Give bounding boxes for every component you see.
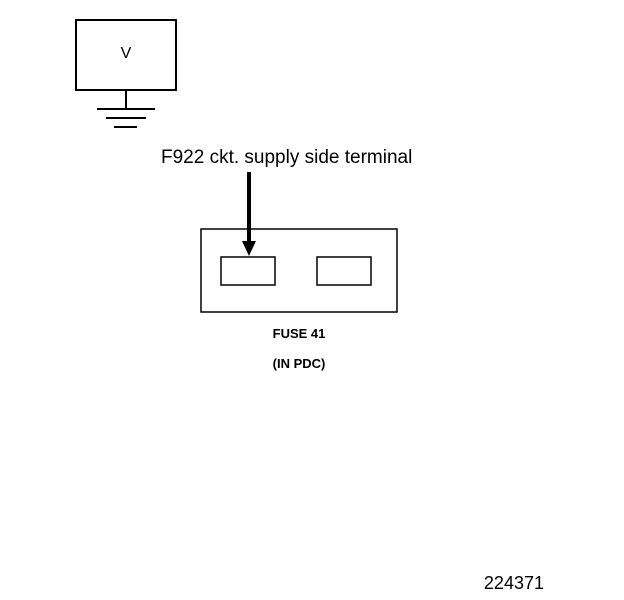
fuse-body: [200, 228, 398, 313]
figure-id: 224371: [483, 573, 544, 593]
ground-symbol-icon: [97, 90, 155, 128]
voltmeter-label: V: [120, 45, 132, 62]
fuse-terminal-load-side: [316, 256, 372, 286]
fuse-name-label: FUSE 41: [272, 326, 326, 341]
callout-label: F922 ckt. supply side terminal: [161, 147, 413, 168]
fuse-terminal-supply-side: [220, 256, 276, 286]
arrow-down-icon: [242, 172, 256, 256]
fuse-location-label: (IN PDC): [272, 356, 326, 371]
